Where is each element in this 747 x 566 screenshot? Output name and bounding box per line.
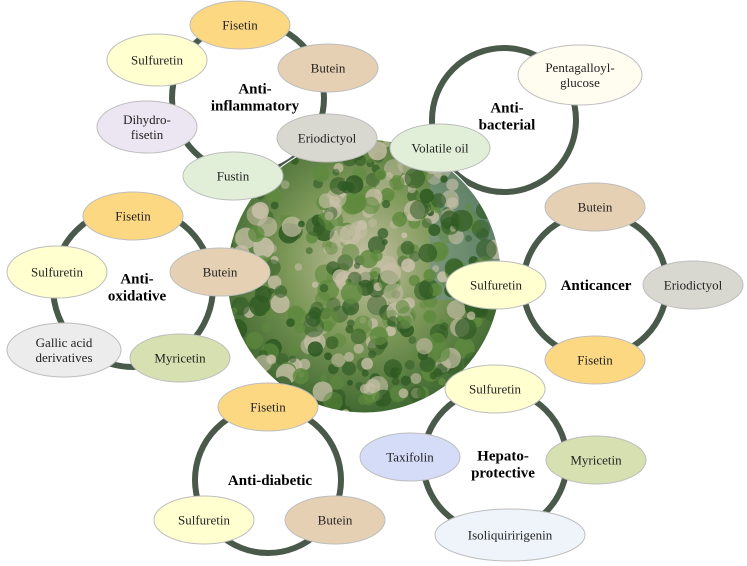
compound-bubble	[517, 44, 643, 106]
compound-bubble	[129, 333, 231, 383]
compound-label: Volatile oil	[411, 141, 469, 156]
compound-label: Fustin	[217, 169, 250, 184]
compound-bubble	[389, 123, 491, 173]
cluster-ring	[429, 45, 579, 195]
compound-bubble	[544, 182, 646, 232]
compound-bubble	[284, 495, 386, 545]
compound-bubble	[182, 151, 284, 201]
compound-bubble	[169, 247, 271, 297]
compound-node: Sulfuretin	[6, 245, 108, 299]
compound-label: Fisetin	[250, 400, 286, 415]
compound-label: Myricetin	[154, 351, 206, 366]
compound-label: Sulfuretin	[131, 53, 183, 68]
compound-bubble	[545, 435, 647, 485]
compound-label: Butein	[311, 61, 346, 76]
compound-label: Dihydro-fisetin	[123, 112, 171, 142]
compound-bubble	[106, 33, 208, 87]
compound-node: Fustin	[182, 151, 284, 201]
compound-node: Fisetin	[82, 191, 184, 241]
compound-node: Butein	[169, 247, 271, 297]
compound-label: Sulfuretin	[31, 265, 83, 280]
cluster-label: Anti-inflammatory	[211, 82, 300, 115]
compound-bubble	[444, 364, 546, 414]
compound-node: Sulfuretin	[153, 495, 255, 545]
compound-node: Isoliquiririgenin	[434, 508, 586, 562]
compound-label: Eriodictyol	[298, 131, 357, 146]
compound-label: Sulfuretin	[470, 278, 522, 293]
compound-node: Myricetin	[129, 333, 231, 383]
compound-label: Sulfuretin	[178, 513, 230, 528]
compound-bubble	[445, 260, 547, 310]
compound-label: Butein	[318, 513, 353, 528]
compound-node: Pentagalloyl-glucose	[517, 44, 643, 106]
compound-label: Fisetin	[115, 209, 151, 224]
compound-bubble	[96, 100, 198, 154]
compound-node: Taxifolin	[359, 432, 461, 482]
compound-label: Taxifolin	[386, 450, 434, 465]
compound-node: Sulfuretin	[106, 33, 208, 87]
compound-node: Fisetin	[544, 335, 646, 385]
compound-bubble	[6, 322, 122, 378]
cluster-label: Anticancer	[561, 278, 632, 294]
compound-label: Fisetin	[222, 18, 258, 33]
compound-bubble	[217, 382, 319, 432]
compound-bubble	[6, 245, 108, 299]
cluster-label: Anti-bacterial	[479, 101, 536, 134]
cluster-label: Anti-oxidative	[108, 272, 167, 305]
compound-node: Eriodictyol	[276, 113, 378, 163]
compound-node: Volatile oil	[389, 123, 491, 173]
compound-label: Fisetin	[577, 353, 613, 368]
compound-node: Dihydro-fisetin	[96, 100, 198, 154]
cluster-label: Hepato-protective	[471, 449, 535, 482]
compound-node: Butein	[544, 182, 646, 232]
compound-label: Sulfuretin	[469, 382, 521, 397]
compound-bubble	[642, 260, 744, 310]
compound-label: Isoliquiririgenin	[468, 528, 553, 543]
compound-bubble	[276, 113, 378, 163]
compound-label: Myricetin	[570, 453, 622, 468]
compound-label: Butein	[203, 265, 238, 280]
compound-label: Butein	[578, 200, 613, 215]
compound-bubble	[153, 495, 255, 545]
compound-label: Pentagalloyl-glucose	[545, 60, 614, 90]
compound-bubble	[277, 43, 379, 93]
compound-node: Butein	[284, 495, 386, 545]
compound-bubble	[359, 432, 461, 482]
compound-bubble	[434, 508, 586, 562]
compound-label: Eriodictyol	[664, 278, 723, 293]
compound-node: Sulfuretin	[445, 260, 547, 310]
compound-node: Sulfuretin	[444, 364, 546, 414]
compound-bubble	[544, 335, 646, 385]
compound-node: Myricetin	[545, 435, 647, 485]
compound-node: Fisetin	[217, 382, 319, 432]
compound-node: Butein	[277, 43, 379, 93]
compound-node: Eriodictyol	[642, 260, 744, 310]
compound-bubble	[82, 191, 184, 241]
cluster-label: Anti-diabetic	[228, 473, 313, 489]
compound-bubble	[189, 0, 291, 50]
compound-node: Fisetin	[189, 0, 291, 50]
